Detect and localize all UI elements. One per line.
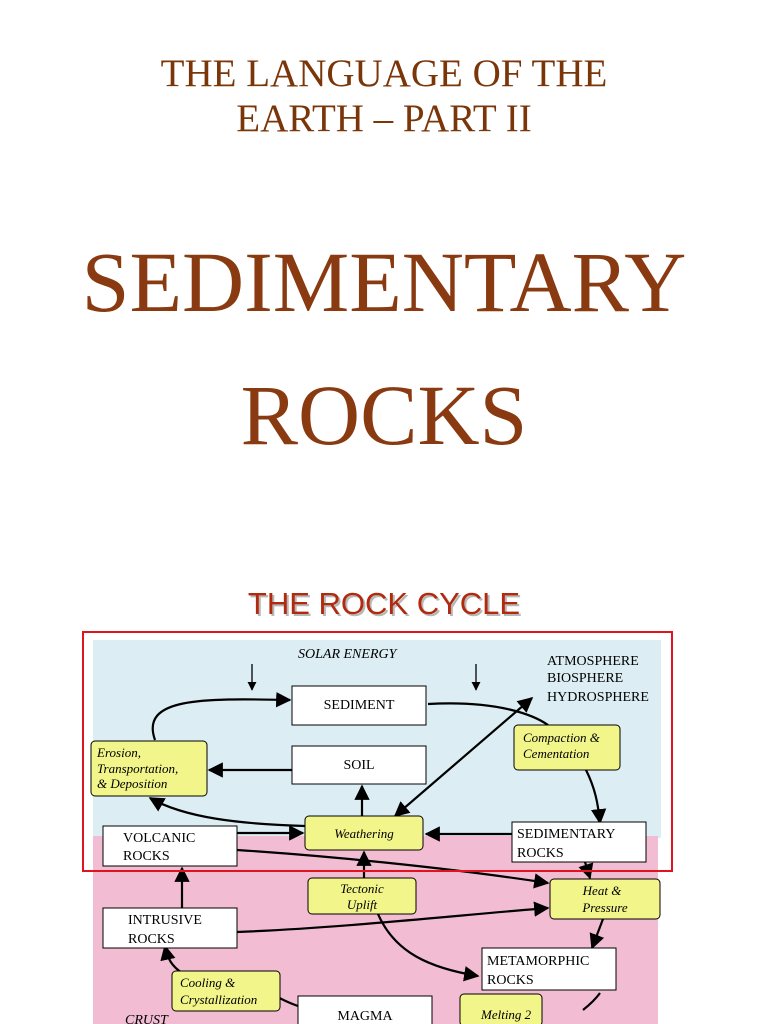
svg-text:Cooling &: Cooling &: [180, 975, 236, 990]
process-melting: Melting 2: [459, 993, 543, 1024]
process-cooling: Cooling & Crystallization: [171, 970, 281, 1012]
subtitle-line-1: THE LANGUAGE OF THE: [160, 52, 608, 95]
subtitle: THE LANGUAGE OF THE EARTH – PART II: [0, 52, 768, 142]
svg-text:ROCKS: ROCKS: [123, 849, 170, 864]
svg-text:Compaction &: Compaction &: [523, 730, 601, 745]
arrow-weathering-to-erosion: [148, 797, 306, 828]
svg-text:VOLCANIC: VOLCANIC: [123, 831, 195, 846]
svg-text:Tectonic: Tectonic: [340, 881, 384, 896]
process-erosion: Erosion, Transportation, & Deposition: [90, 740, 208, 797]
sphere-atmosphere: ATMOSPHERE: [547, 654, 639, 669]
box-magma: MAGMA: [297, 995, 433, 1024]
arrow-volcanic-to-heat: [236, 848, 550, 889]
svg-text:Weathering: Weathering: [334, 826, 394, 841]
page-title: SEDIMENTARY ROCKS: [0, 216, 768, 483]
process-compaction: Compaction & Cementation: [513, 724, 621, 771]
svg-text:Erosion,: Erosion,: [96, 745, 141, 760]
svg-text:METAMORPHIC: METAMORPHIC: [487, 954, 589, 969]
arrow-heat-to-metamorphic: [589, 918, 605, 950]
process-heat-pressure: Heat & Pressure: [549, 878, 661, 920]
svg-text:Crystallization: Crystallization: [180, 992, 257, 1007]
rock-cycle-diagram: SOLAR ENERGY ATMOSPHERE BIOSPHERE HYDROS…: [82, 631, 673, 1024]
box-sedimentary-rocks: SEDIMENTARY ROCKS: [511, 821, 647, 863]
arrow-compaction-to-sedimentary: [585, 769, 607, 825]
subtitle-line-2: EARTH – PART II: [236, 96, 532, 140]
svg-text:Transportation,: Transportation,: [97, 761, 178, 776]
box-volcanic-rocks: VOLCANIC ROCKS: [102, 825, 238, 867]
arrow-weathering-to-spheres: [393, 696, 534, 818]
box-intrusive-rocks: INTRUSIVE ROCKS: [102, 907, 238, 949]
arrow-erosion-to-sediment: [151, 691, 292, 741]
process-tectonic-uplift: Tectonic Uplift: [307, 877, 417, 915]
title-line-1: SEDIMENTARY: [81, 234, 687, 330]
title-line-2: ROCKS: [240, 367, 528, 464]
arrow-metamorphic-to-melting: [582, 992, 601, 1011]
sphere-hydrosphere: HYDROSPHERE: [547, 690, 649, 705]
svg-text:MAGMA: MAGMA: [337, 1009, 393, 1024]
solar-energy-label: SOLAR ENERGY: [298, 647, 399, 662]
svg-text:Pressure: Pressure: [581, 900, 627, 915]
svg-text:SEDIMENTARY: SEDIMENTARY: [517, 827, 615, 842]
svg-text:Uplift: Uplift: [347, 897, 378, 912]
sphere-biosphere: BIOSPHERE: [547, 671, 623, 686]
svg-text:INTRUSIVE: INTRUSIVE: [128, 913, 202, 928]
svg-text:SOIL: SOIL: [343, 758, 374, 773]
box-metamorphic-rocks: METAMORPHIC ROCKS: [481, 947, 617, 991]
highlight-frame: [82, 631, 673, 872]
svg-text:ROCKS: ROCKS: [128, 932, 175, 947]
svg-text:Heat &: Heat &: [582, 883, 623, 898]
box-sediment: SEDIMENT: [291, 685, 427, 726]
rock-cycle-title: THE ROCK CYCLE: [247, 586, 521, 621]
svg-text:& Deposition: & Deposition: [97, 776, 167, 791]
box-soil: SOIL: [291, 745, 427, 785]
process-weathering: Weathering: [304, 815, 424, 851]
svg-text:Melting 2: Melting 2: [480, 1007, 532, 1022]
svg-text:Cementation: Cementation: [523, 746, 589, 761]
arrow-tectonic-to-metamorphic: [376, 913, 480, 982]
svg-text:ROCKS: ROCKS: [487, 973, 534, 988]
svg-text:ROCKS: ROCKS: [517, 846, 564, 861]
crust-label: CRUST: [125, 1013, 169, 1024]
svg-text:SEDIMENT: SEDIMENT: [324, 698, 395, 713]
arrow-intrusive-to-heat: [236, 901, 550, 934]
